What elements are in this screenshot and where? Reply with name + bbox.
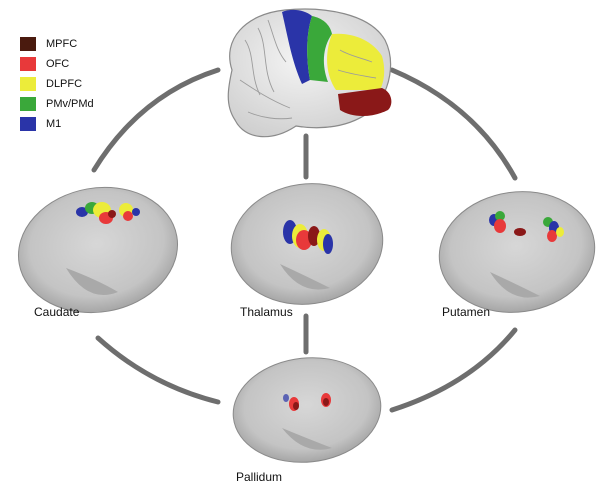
caption-thalamus: Thalamus [240, 305, 293, 319]
legend-swatch-m1 [20, 117, 36, 131]
slice-putamen [438, 191, 596, 313]
legend-swatch-dlpfc [20, 77, 36, 91]
legend: MPFC OFC DLPFC PMv/PMd M1 [20, 34, 94, 134]
connector-arc-bottom-right [389, 327, 518, 413]
slice-pallidum [232, 357, 382, 463]
cortex-surface [227, 8, 392, 138]
region-m1 [282, 9, 312, 85]
legend-swatch-ofc [20, 57, 36, 71]
caudate-mpfc-left [108, 210, 116, 218]
slice-thalamus-cerebellum [280, 264, 330, 290]
slice-caudate-cerebellum [66, 268, 118, 295]
region-dlpfc [327, 33, 385, 90]
legend-label-dlpfc: DLPFC [46, 78, 83, 90]
slice-thalamus [230, 183, 384, 305]
legend-item-m1: M1 [20, 114, 94, 134]
caption-putamen: Putamen [442, 305, 491, 319]
slice-caudate [17, 186, 179, 314]
legend-item-mpfc: MPFC [20, 34, 94, 54]
pallidum-mpfc-left [293, 402, 299, 410]
region-pmv-pmd [307, 16, 332, 82]
connector-arc-bottom-left [95, 335, 221, 405]
connector-arc-top-right [389, 67, 518, 181]
thalamus-ofc [296, 230, 312, 250]
caudate-m1-right [132, 208, 140, 216]
legend-item-ofc: OFC [20, 54, 94, 74]
connector-ring [91, 67, 518, 413]
legend-label-m1: M1 [46, 118, 62, 130]
connector-arc-top-left [91, 67, 221, 173]
caudate-ofc-right [123, 211, 133, 221]
thalamus-mpfc [308, 226, 320, 246]
cortex-sulci [239, 19, 377, 120]
slice-putamen-cerebellum [490, 272, 540, 298]
pallidum-mpfc-right [323, 398, 329, 406]
legend-swatch-pmv-pmd [20, 97, 36, 111]
legend-item-pmv-pmd: PMv/PMd [20, 94, 94, 114]
legend-swatch-mpfc [20, 37, 36, 51]
putamen-pm-left [495, 211, 505, 221]
slice-pallidum-outline [232, 357, 382, 463]
putamen-ofc-right [547, 230, 557, 242]
putamen-dlpfc-right [556, 227, 564, 237]
thalamus-m1-right [323, 234, 333, 254]
region-mpfc [338, 88, 392, 116]
caudate-m1-left [76, 207, 88, 217]
putamen-mpfc-center [514, 228, 526, 236]
legend-label-mpfc: MPFC [46, 38, 78, 50]
slice-caudate-outline [17, 186, 179, 314]
legend-item-dlpfc: DLPFC [20, 74, 94, 94]
pallidum-m1-left [283, 394, 289, 402]
caption-caudate: Caudate [34, 305, 80, 319]
slice-pallidum-cerebellum [282, 428, 332, 450]
caption-pallidum: Pallidum [236, 470, 283, 484]
slice-putamen-outline [438, 191, 596, 313]
legend-label-ofc: OFC [46, 58, 70, 70]
legend-label-pmv-pmd: PMv/PMd [46, 98, 94, 110]
putamen-ofc-left [494, 219, 506, 233]
